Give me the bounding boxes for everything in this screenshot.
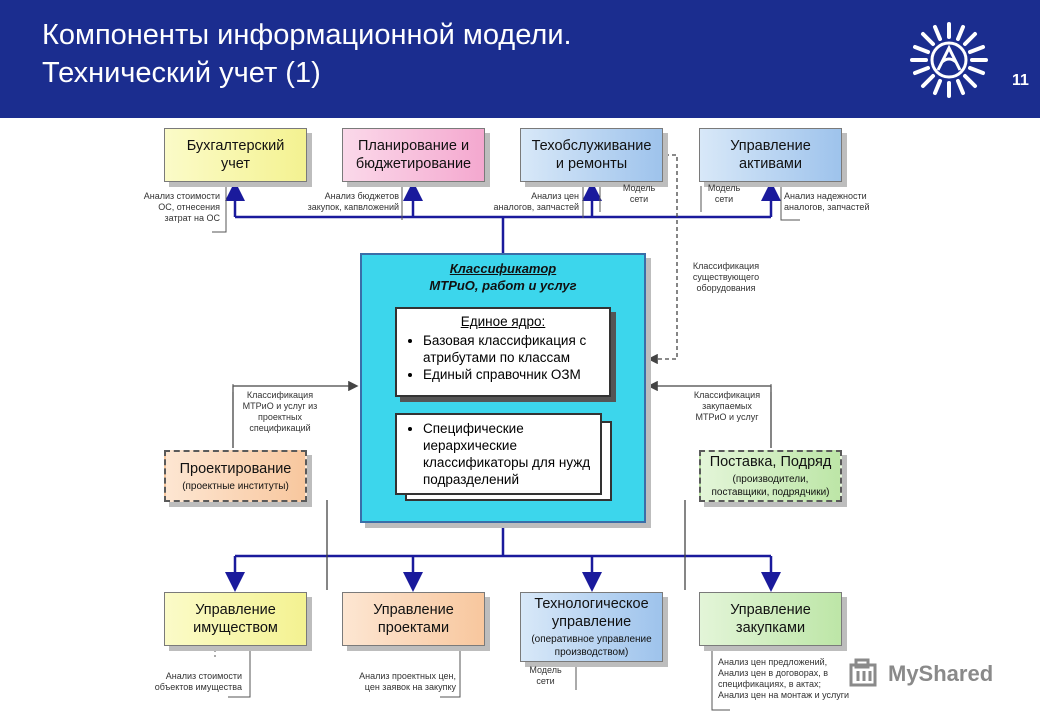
box-accounting-label: Бухгалтерский учет — [186, 138, 285, 172]
box-tech-label: Технологическое управление — [534, 596, 649, 630]
anno-design-classification: Классификация МТРиО и услуг из проектных… — [242, 390, 318, 433]
box-design-sub: (проектные институты) — [182, 480, 289, 492]
classifier-title-line-1: Классификатор — [449, 261, 557, 276]
anno-purchase-classification: Классификация закупаемых МТРиО и услуг — [693, 390, 761, 422]
company-emblem-icon — [910, 22, 988, 98]
page-number: 11 — [1012, 72, 1029, 89]
box-planning-budgeting: Планирование и бюджетирование — [342, 128, 485, 182]
title-line-1: Компоненты информационной модели. — [42, 19, 572, 51]
specific-item: Специфические иерархические классификато… — [423, 420, 600, 488]
myshared-logo-icon — [849, 658, 877, 687]
classifier-title-line-2: МТРиО, работ и услуг — [429, 278, 577, 293]
unified-core-box: Единое ядро: Базовая классификация с атр… — [395, 307, 611, 397]
anno-os-cost: Анализ стоимости ОС, отнесения затрат на… — [143, 191, 220, 223]
specific-classifiers-box: Специфические иерархические классификато… — [395, 413, 602, 495]
box-tech-sub: (оперативное управление производством) — [531, 634, 652, 658]
core-title: Единое ядро: — [460, 314, 546, 329]
anno-reliability: Анализ надежности аналогов, запчастей — [784, 191, 870, 212]
header-bar: Компоненты информационной модели. Технич… — [0, 0, 1040, 118]
box-procurement-label: Управление закупками — [730, 602, 811, 636]
right-dashed-input — [647, 154, 678, 365]
box-supply-sub: (производители, поставщики, подрядчики) — [711, 474, 830, 498]
box-property-label: Управление имуществом — [193, 602, 278, 636]
box-project-label: Управление проектами — [373, 602, 454, 636]
box-supply-label: Поставка, Подряд — [709, 454, 832, 470]
anno-existing-equipment: Классификация существующего оборудования — [692, 261, 760, 293]
anno-network-model-1: Модель сети — [622, 183, 656, 204]
core-item-ozm-reference: Единый справочник ОЗМ — [423, 366, 609, 383]
core-item-base-classification: Базовая классификация с атрибутами по кл… — [423, 332, 609, 366]
anno-analog-prices: Анализ цен аналогов, запчастей — [493, 191, 579, 212]
box-technological-management: Технологическое управление (оперативное … — [520, 592, 663, 662]
box-asset-label: Управление активами — [730, 138, 811, 172]
anno-network-model-3: Модель сети — [529, 665, 562, 686]
anno-property-cost: Анализ стоимости объектов имущества — [154, 671, 242, 692]
box-asset-management: Управление активами — [699, 128, 842, 182]
box-property-management: Управление имуществом — [164, 592, 307, 646]
box-procurement-management: Управление закупками — [699, 592, 842, 646]
title-line-2: Технический учет (1) — [42, 57, 321, 89]
slide-title: Компоненты информационной модели. Технич… — [42, 16, 572, 92]
box-maintenance-repairs: Техобслуживание и ремонты — [520, 128, 663, 182]
anno-procurement-prices: Анализ цен предложений, Анализ цен в дог… — [718, 657, 850, 700]
box-planning-label: Планирование и бюджетирование — [355, 138, 472, 172]
box-maintenance-label: Техобслуживание и ремонты — [531, 138, 652, 172]
box-project-management: Управление проектами — [342, 592, 485, 646]
watermark-text: MyShared — [888, 661, 994, 686]
anno-project-prices: Анализ проектных цен, цен заявок на заку… — [359, 671, 456, 692]
anno-network-model-2: Модель сети — [707, 183, 741, 204]
watermark: MyShared — [848, 657, 993, 691]
classifier-title: Классификатор МТРиО, работ и услуг — [362, 260, 644, 294]
box-accounting: Бухгалтерский учет — [164, 128, 307, 182]
box-design-label: Проектирование — [179, 460, 292, 477]
box-supply-contract: Поставка, Подряд (производители, поставщ… — [699, 450, 842, 502]
box-design: Проектирование (проектные институты) — [164, 450, 307, 502]
anno-budget-analysis: Анализ бюджетов закупок, капвложений — [307, 191, 399, 212]
